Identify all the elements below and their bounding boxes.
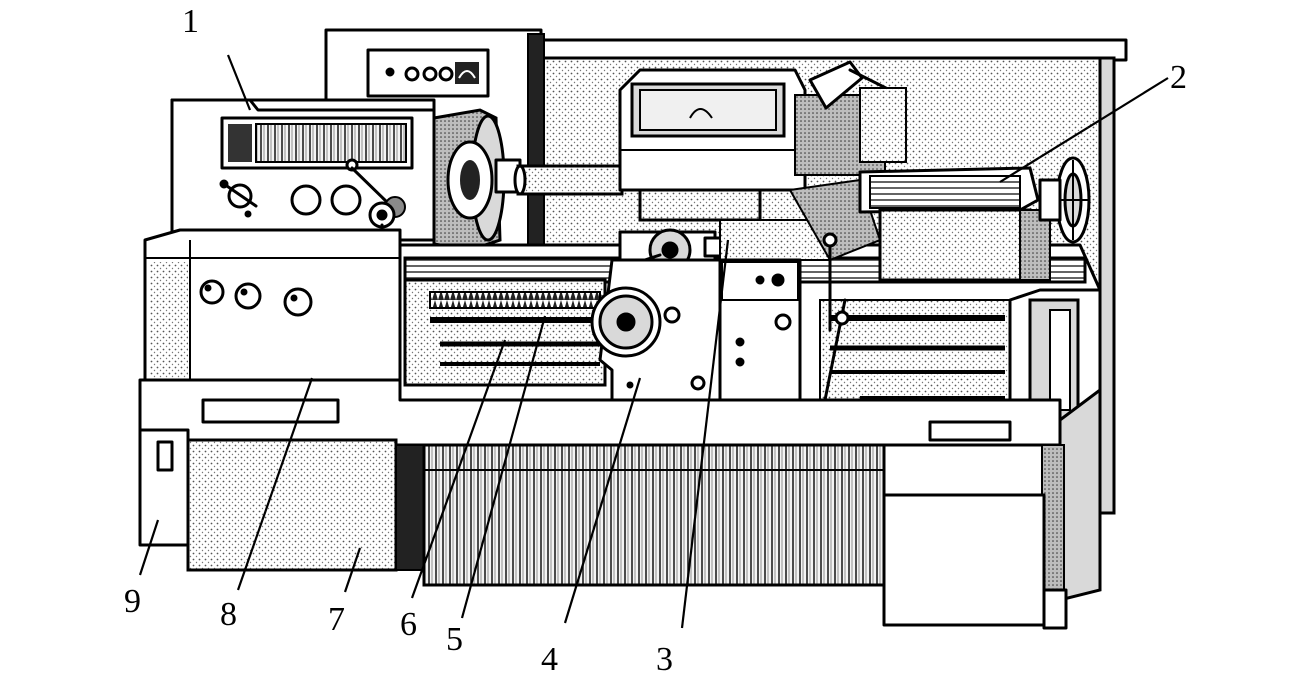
leader-2	[999, 77, 1169, 183]
tailstock-handwheel	[1055, 156, 1091, 244]
leader-4	[563, 377, 642, 624]
electrical-panel	[366, 48, 490, 98]
gearbox	[143, 228, 402, 402]
leader-lines	[138, 54, 1169, 629]
leader-8	[236, 377, 314, 591]
speed-chart	[255, 123, 407, 163]
label-5: 5	[446, 621, 463, 658]
headstock	[170, 98, 436, 370]
label-2: 2	[1170, 59, 1187, 96]
label-3: 3	[656, 641, 673, 678]
part-labels: 1 2 3 4 5 6 7 8 9	[124, 3, 1187, 678]
handwheel	[590, 286, 662, 358]
label-6: 6	[400, 606, 417, 643]
leader-5	[460, 315, 547, 619]
tailstock	[858, 156, 1091, 282]
leader-6	[410, 339, 507, 599]
label-7: 7	[328, 601, 345, 638]
chip-tray	[422, 443, 886, 587]
label-1: 1	[182, 3, 199, 40]
label-4: 4	[541, 641, 558, 678]
front-rail	[138, 378, 1062, 447]
apron	[590, 258, 802, 412]
leader-9	[138, 519, 160, 576]
leader-1	[226, 54, 252, 111]
left-pedestal	[186, 438, 425, 572]
right-pedestal	[882, 387, 1102, 630]
leader-7	[343, 547, 362, 593]
left-base-door	[138, 428, 190, 547]
chuck	[432, 108, 624, 252]
leader-3	[680, 239, 730, 629]
tool-post	[618, 60, 907, 272]
label-8: 8	[220, 596, 237, 633]
label-9: 9	[124, 583, 141, 620]
